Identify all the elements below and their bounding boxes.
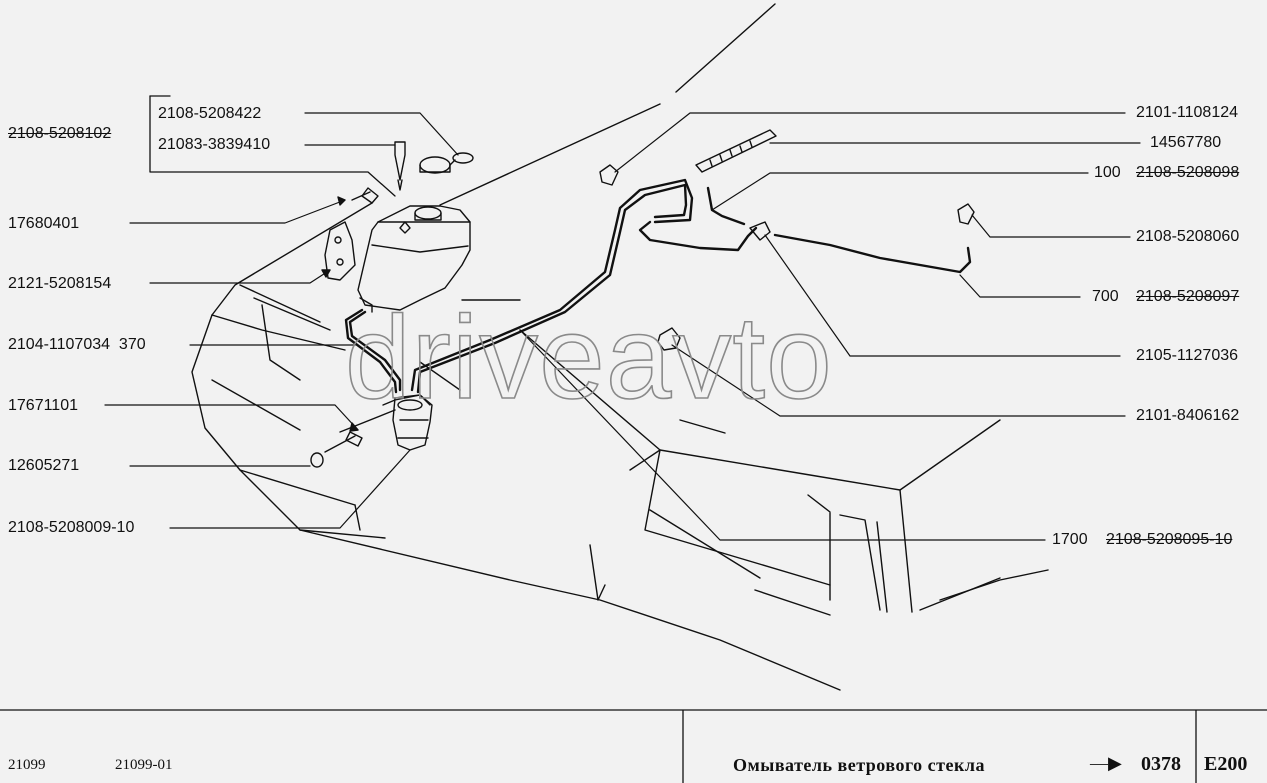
label-group-main: 2108-5208102 bbox=[8, 125, 112, 142]
car-body-outline bbox=[191, 3, 1049, 691]
washer-hoses bbox=[344, 178, 972, 394]
label-clip-top: 2101-1108124 bbox=[1136, 104, 1239, 121]
label-nut: 12605271 bbox=[8, 457, 80, 474]
title-block: 21099 21099-01 Омыватель ветрового стекл… bbox=[0, 709, 1267, 783]
level-plug bbox=[394, 141, 406, 191]
screw-left bbox=[351, 187, 379, 204]
label-hose-long: 2108-5208095-10 bbox=[1106, 531, 1233, 548]
label-pump: 2108-5208009-10 bbox=[8, 519, 135, 536]
label-nozzle: 2108-5208060 bbox=[1136, 228, 1240, 245]
label-hose-right-len: 700 bbox=[1092, 288, 1119, 305]
washer-reservoir bbox=[357, 205, 471, 313]
reservoir-bracket bbox=[324, 221, 356, 281]
label-plug: 21083-3839410 bbox=[158, 136, 271, 153]
label-bolt: 17671101 bbox=[8, 397, 78, 414]
label-hose-left: 2104-1107034 370 bbox=[8, 336, 146, 353]
label-tee: 2105-1127036 bbox=[1136, 347, 1239, 364]
sheet-code: E200 bbox=[1204, 753, 1248, 775]
leader-lines-left bbox=[104, 112, 459, 529]
label-cap: 2108-5208422 bbox=[158, 105, 262, 122]
washer-pump bbox=[382, 394, 433, 451]
arrow-icon: —▶ bbox=[1090, 753, 1122, 773]
sheet-title: Омыватель ветрового стекла bbox=[733, 755, 985, 775]
model-1: 21099 bbox=[8, 757, 46, 773]
label-holder: 2101-8406162 bbox=[1136, 407, 1240, 424]
label-bracket: 2121-5208154 bbox=[8, 275, 112, 292]
label-hose-short-len: 100 bbox=[1094, 164, 1121, 181]
diagram-drawing bbox=[104, 3, 1141, 691]
tee-connector bbox=[749, 221, 771, 241]
pump-nut bbox=[310, 452, 324, 468]
label-hose-right: 2108-5208097 bbox=[1136, 288, 1240, 305]
model-2: 21099-01 bbox=[115, 757, 173, 773]
frame-group-bracket bbox=[149, 95, 396, 197]
label-screw-left: 17680401 bbox=[8, 215, 80, 232]
hose-holder bbox=[657, 327, 681, 351]
pointer-arrows bbox=[321, 196, 359, 432]
label-hose-short: 2108-5208098 bbox=[1136, 164, 1240, 181]
page-ref: 0378 bbox=[1141, 753, 1181, 775]
hose-clip-top bbox=[599, 164, 619, 186]
label-tie: 14567780 bbox=[1150, 134, 1222, 151]
label-hose-long-len: 1700 bbox=[1052, 531, 1088, 548]
title-block-frame bbox=[0, 709, 1267, 783]
leader-lines-right bbox=[519, 112, 1141, 541]
washer-nozzle bbox=[957, 203, 975, 225]
cable-tie bbox=[695, 129, 777, 173]
filler-cap bbox=[419, 152, 474, 174]
pump-bolt bbox=[324, 431, 363, 453]
